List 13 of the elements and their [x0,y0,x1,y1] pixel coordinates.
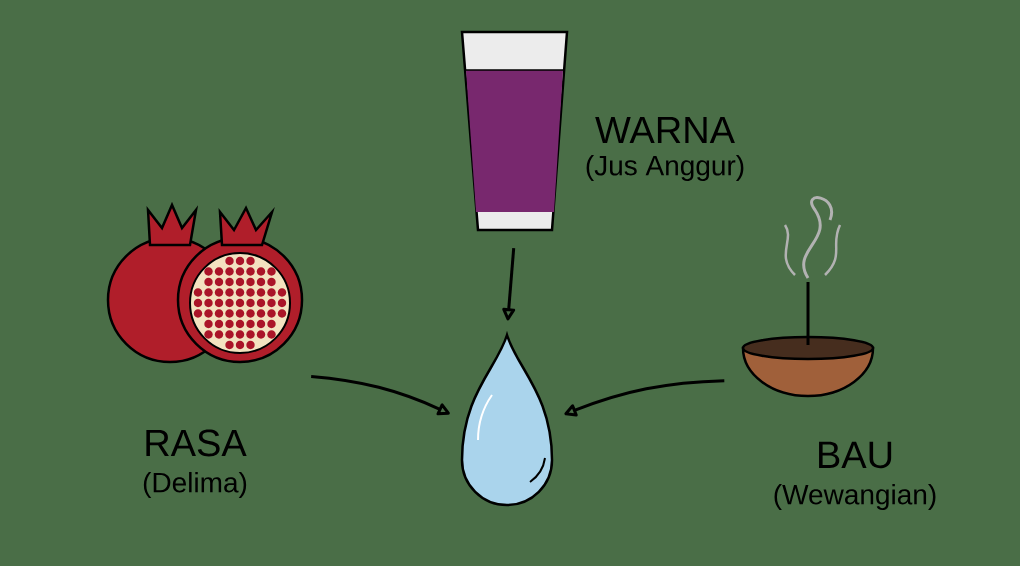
arrow [311,375,450,416]
water-drop-drawing [460,333,554,507]
caption-text: (Jus Anggur) [586,154,744,182]
caption-text: RASA [146,429,247,457]
caption-text: BAU [819,441,892,469]
caption-text: (Delima) [143,471,247,499]
caption-text: (Wewangian) [774,483,936,511]
incense-bowl-drawing [741,196,875,398]
caption-text: WARNA [595,116,735,144]
pomegranate-drawing [106,201,304,364]
glass-drawing [460,30,569,232]
arrow [502,248,516,321]
arrow [564,379,725,417]
